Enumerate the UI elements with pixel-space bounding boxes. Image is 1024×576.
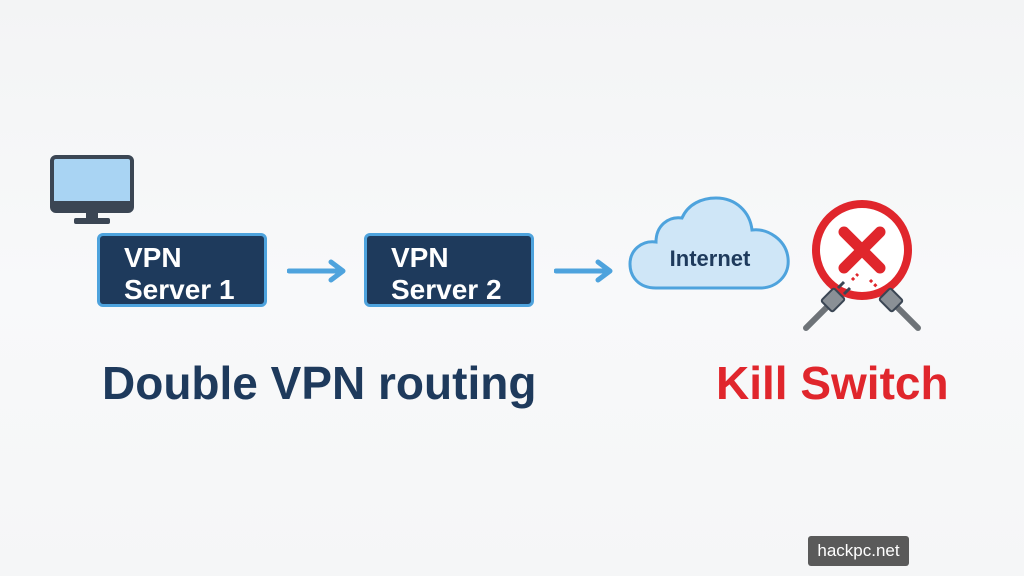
vpn-server-2-line1: VPN (391, 242, 449, 273)
kill-switch-caption: Kill Switch (716, 357, 949, 409)
vpn-server-1-box: VPN Server 1 (97, 233, 267, 307)
double-vpn-routing-caption: Double VPN routing (102, 357, 537, 409)
vpn-server-2-line2: Server 2 (391, 274, 502, 305)
vpn-server-1-line1: VPN (124, 242, 182, 273)
watermark: hackpc.net (808, 536, 909, 566)
unplugged-cable-icon (803, 272, 921, 331)
arrow-right-icon (554, 259, 613, 283)
vpn-server-2-box: VPN Server 2 (364, 233, 534, 307)
internet-label: Internet (669, 246, 751, 271)
cloud-icon (628, 196, 790, 290)
arrow-right-icon (287, 259, 346, 283)
x-circle-icon (812, 200, 912, 300)
kill-switch-icon (803, 200, 921, 331)
vpn-server-1-line2: Server 1 (124, 274, 235, 305)
monitor-icon (50, 155, 134, 224)
